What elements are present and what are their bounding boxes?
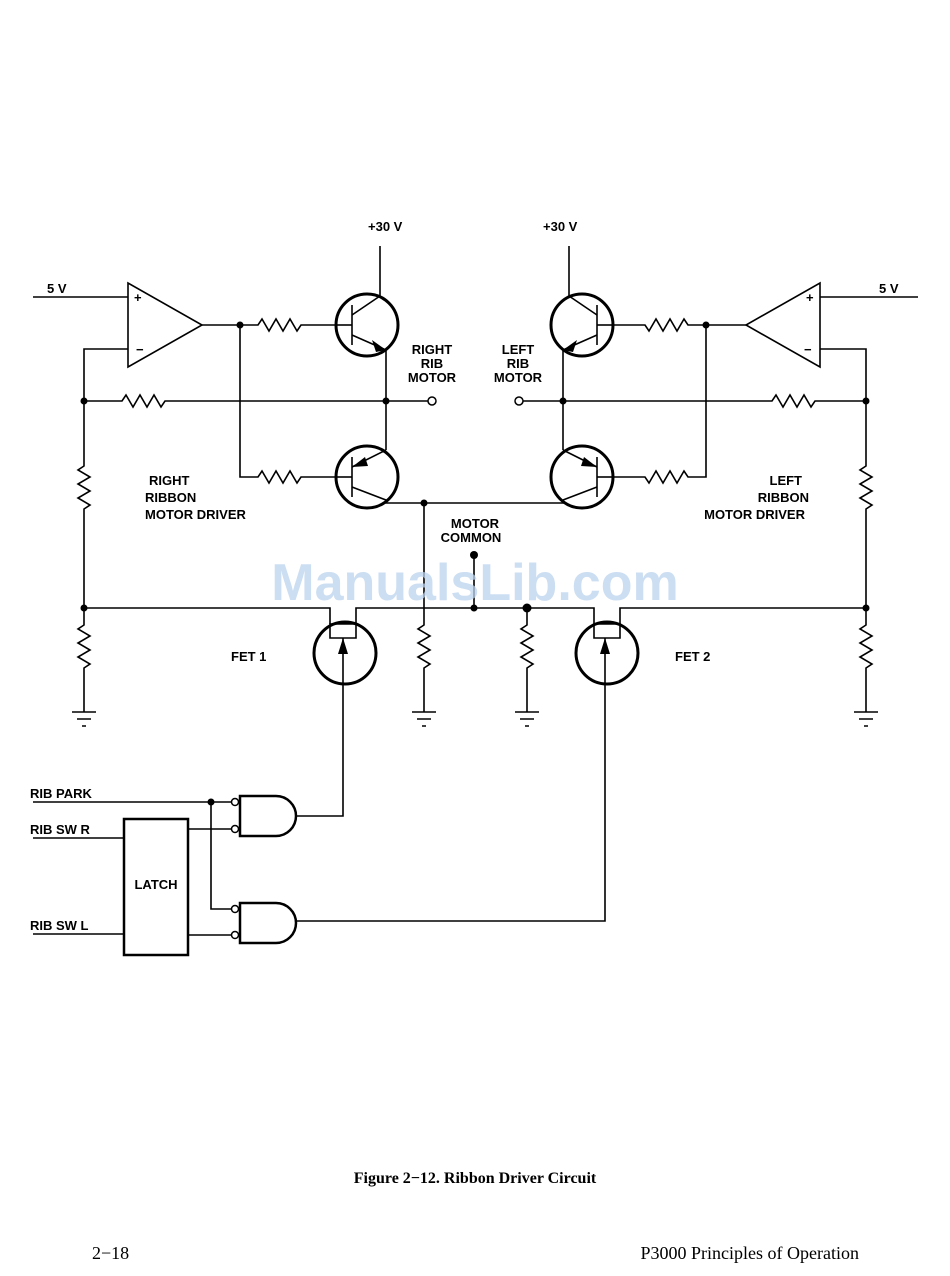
ground-symbols bbox=[72, 712, 878, 726]
transistor-q2 bbox=[551, 294, 613, 356]
left-driver-label-3: MOTOR DRIVER bbox=[704, 507, 805, 522]
motor-common-label-2: COMMON bbox=[441, 530, 502, 545]
left-rib-motor-label-3: MOTOR bbox=[494, 370, 543, 385]
right-driver-label-2: RIBBON bbox=[145, 490, 196, 505]
document-title: P3000 Principles of Operation bbox=[641, 1243, 859, 1264]
five-v-left-label: 5 V bbox=[47, 281, 67, 296]
left-rib-motor-label-2: RIB bbox=[507, 356, 529, 371]
fet-2 bbox=[576, 622, 638, 684]
figure-caption: Figure 2−12. Ribbon Driver Circuit bbox=[0, 1170, 950, 1188]
left-driver-label-2: RIBBON bbox=[758, 490, 809, 505]
fet-1 bbox=[314, 622, 376, 684]
fet2-label: FET 2 bbox=[675, 649, 710, 664]
and-gate-2 bbox=[232, 903, 297, 943]
plus30-right-label: +30 V bbox=[543, 219, 578, 234]
opamp-left-minus: − bbox=[136, 342, 144, 357]
rib-sw-r-label: RIB SW R bbox=[30, 822, 91, 837]
opamp-left-plus: + bbox=[134, 290, 142, 305]
latch-label: LATCH bbox=[134, 877, 177, 892]
transistor-q1 bbox=[336, 294, 398, 356]
fet1-label: FET 1 bbox=[231, 649, 266, 664]
transistor-q4 bbox=[551, 446, 613, 508]
rib-park-label: RIB PARK bbox=[30, 786, 92, 801]
right-rib-motor-label-1: RIGHT bbox=[412, 342, 453, 357]
transistor-q3 bbox=[336, 446, 398, 508]
junctions bbox=[81, 322, 870, 806]
page-number: 2−18 bbox=[92, 1243, 129, 1264]
right-rib-motor-label-3: MOTOR bbox=[408, 370, 457, 385]
plus30-left-label: +30 V bbox=[368, 219, 403, 234]
and-gate-1 bbox=[232, 796, 297, 836]
right-driver-label-3: MOTOR DRIVER bbox=[145, 507, 246, 522]
rib-sw-l-label: RIB SW L bbox=[30, 918, 89, 933]
left-driver-label-1: LEFT bbox=[770, 473, 803, 488]
right-rib-motor-label-2: RIB bbox=[421, 356, 443, 371]
opamp-right-minus: − bbox=[804, 342, 812, 357]
opamp-right-plus: + bbox=[806, 290, 814, 305]
five-v-right-label: 5 V bbox=[879, 281, 899, 296]
left-rib-motor-label-1: LEFT bbox=[502, 342, 535, 357]
motor-common-label-1: MOTOR bbox=[451, 516, 500, 531]
right-driver-label-1: RIGHT bbox=[149, 473, 190, 488]
